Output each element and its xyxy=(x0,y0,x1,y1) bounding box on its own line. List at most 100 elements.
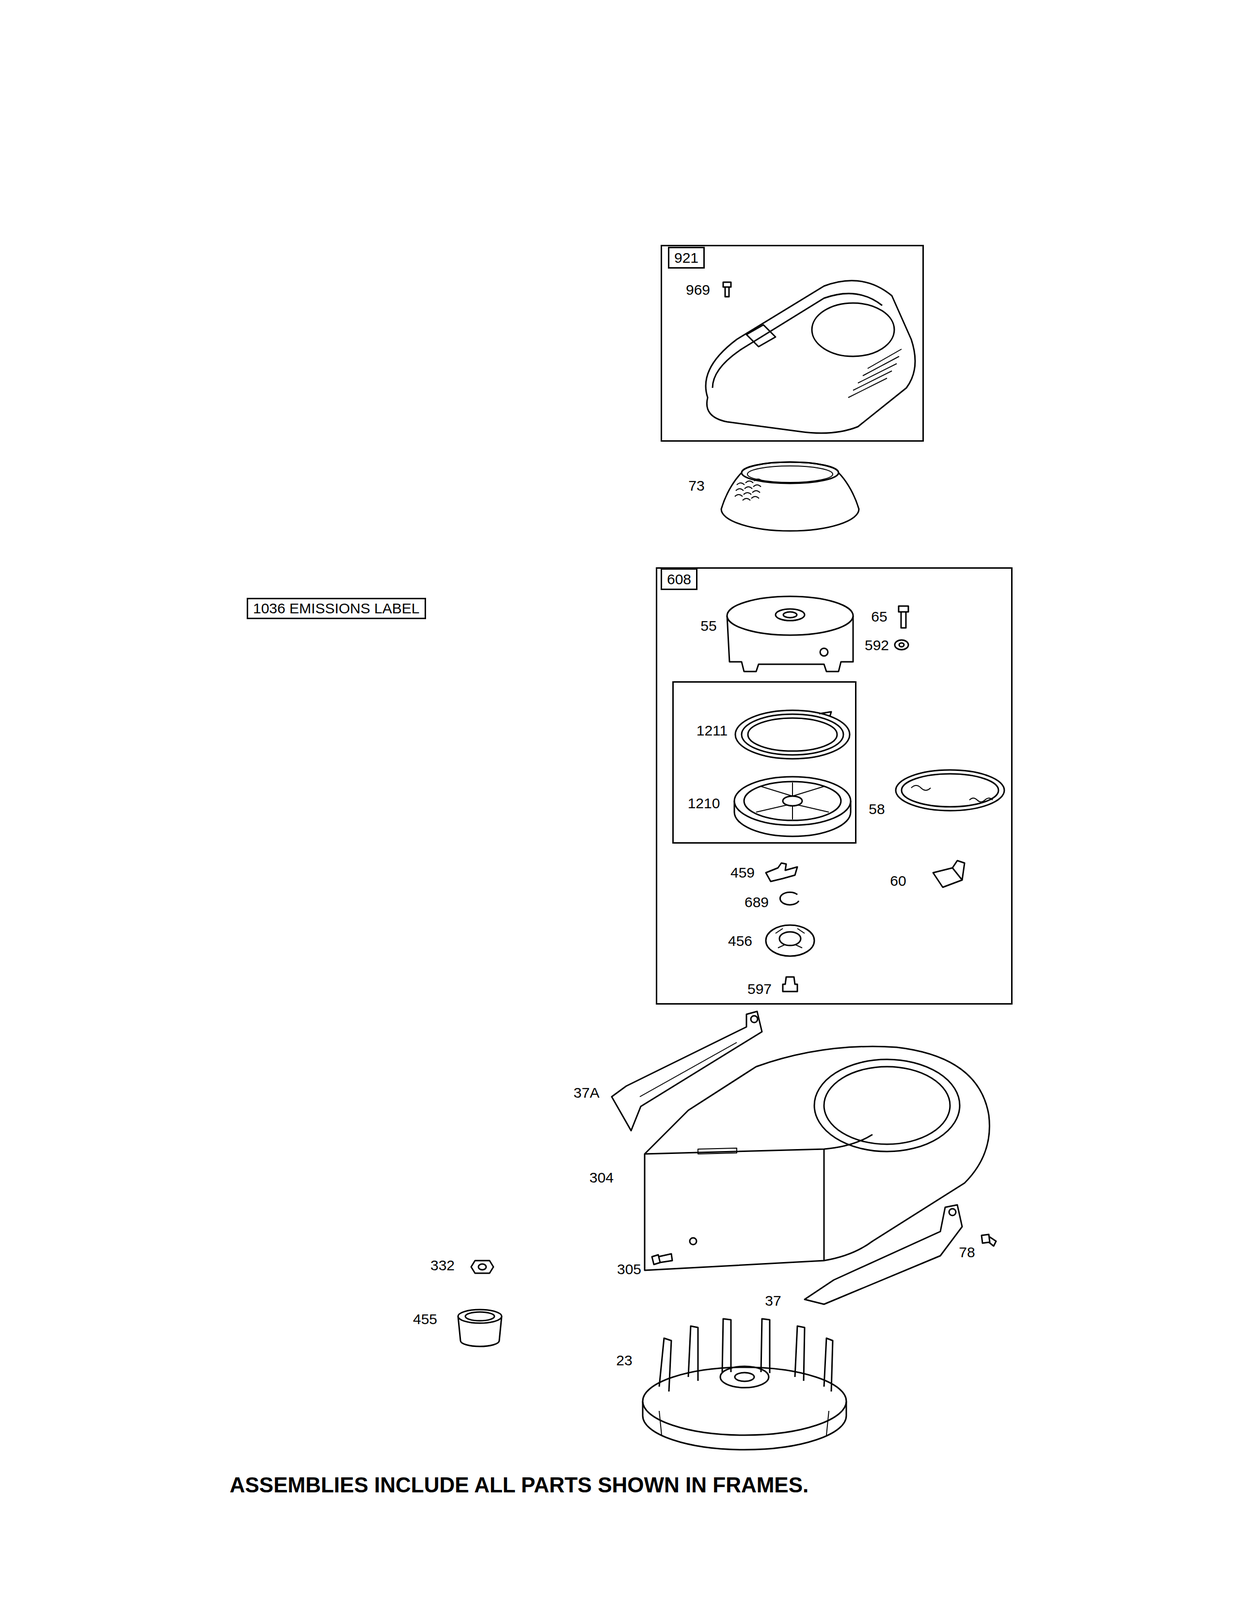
nut-592-part xyxy=(894,639,909,650)
pawl-part xyxy=(765,862,798,882)
assembly-number: 921 xyxy=(667,246,705,269)
ratchet-part xyxy=(775,928,805,948)
engine-cover-part xyxy=(848,348,902,398)
screw-597 xyxy=(782,976,798,992)
assembly-frame: 1211 1210 xyxy=(672,681,857,844)
rotating-screen-part xyxy=(734,478,762,501)
air-guide-37 xyxy=(804,1204,963,1304)
blower-housing-part xyxy=(697,1147,737,1154)
flywheel-nut-part xyxy=(471,1260,494,1273)
starter-pulley xyxy=(734,776,851,837)
bolt-65-part xyxy=(898,605,909,628)
ratchet-part xyxy=(779,931,801,946)
screw-969 xyxy=(723,282,731,297)
flywheel-part xyxy=(659,1318,833,1392)
starter-housing-part xyxy=(820,648,828,656)
bolt-65 xyxy=(898,605,909,628)
starter-cup-part xyxy=(458,1309,502,1323)
rewind-spring-part xyxy=(747,717,838,751)
engine-cover-part xyxy=(746,324,776,347)
blower-housing-part xyxy=(644,1134,873,1154)
engine-cover xyxy=(705,280,916,434)
starter-pulley-part xyxy=(782,795,803,806)
flywheel-part xyxy=(720,1365,769,1388)
rotating-screen xyxy=(721,461,859,531)
flywheel-part xyxy=(734,1372,755,1381)
nut-592-part xyxy=(899,642,904,647)
callout-number: 1211 xyxy=(696,722,729,739)
ratchet xyxy=(765,924,815,956)
starter-cup xyxy=(458,1309,502,1347)
callout-number: 60 xyxy=(889,872,906,889)
callout-number: 23 xyxy=(616,1351,633,1368)
callout-number: 58 xyxy=(868,800,885,817)
pawl xyxy=(765,862,798,882)
retainer-ring-part xyxy=(779,891,799,905)
callout-number: 455 xyxy=(412,1310,438,1327)
assembly-frame: 921 969 xyxy=(660,244,924,442)
bolt-305-part xyxy=(651,1253,673,1265)
flywheel xyxy=(642,1318,847,1450)
callout-number: 55 xyxy=(700,617,717,634)
rewind-spring-part xyxy=(819,711,832,717)
air-guide-37-part xyxy=(804,1204,963,1304)
screw-597-part xyxy=(782,976,798,992)
caption-note: ASSEMBLIES INCLUDE ALL PARTS SHOWN IN FR… xyxy=(229,1472,809,1497)
starter-housing-part xyxy=(783,611,797,618)
callout-number: 78 xyxy=(958,1243,975,1260)
starter-pulley-part xyxy=(744,781,841,821)
engine-cover-part xyxy=(712,293,883,388)
starter-rope xyxy=(895,769,1005,811)
starter-rope-part xyxy=(901,773,999,807)
starter-rope-part xyxy=(895,769,1005,811)
label-text: 1036 EMISSIONS LABEL xyxy=(253,600,420,617)
callout-number: 37 xyxy=(764,1292,781,1309)
starter-handle-part xyxy=(933,867,963,888)
starter-housing xyxy=(727,596,854,672)
starter-pulley-part xyxy=(756,782,829,820)
callout-number: 37A xyxy=(573,1084,600,1101)
bolt-305 xyxy=(651,1253,673,1265)
blower-housing-part xyxy=(823,1148,825,1261)
callout-number: 1210 xyxy=(687,794,721,811)
bolt-78-part xyxy=(981,1234,997,1246)
starter-rope-part xyxy=(911,785,993,802)
air-guide-37a-part xyxy=(750,1015,758,1023)
callout-number: 592 xyxy=(864,636,889,653)
flywheel-part xyxy=(659,1410,829,1435)
label-box: 1036 EMISSIONS LABEL xyxy=(246,597,427,619)
callout-number: 689 xyxy=(744,893,769,910)
assembly-frame: 1211 1210 608 55 65 592 58 459 60 689 456 597 xyxy=(655,567,1013,1005)
blower-housing-part xyxy=(824,1066,951,1144)
assembly-number: 608 xyxy=(660,568,698,590)
callout-number: 969 xyxy=(685,281,711,298)
rewind-spring xyxy=(735,710,850,759)
callout-number: 456 xyxy=(728,932,753,949)
rewind-spring-part xyxy=(735,710,850,759)
air-guide-37-part xyxy=(949,1208,956,1216)
screw-969-part xyxy=(723,282,731,297)
callout-number: 305 xyxy=(617,1260,642,1277)
callout-number: 459 xyxy=(730,864,755,881)
retainer-ring xyxy=(779,891,799,905)
starter-pulley-part xyxy=(734,776,851,825)
starter-handle xyxy=(933,860,965,888)
bolt-78 xyxy=(981,1234,997,1246)
flywheel-nut xyxy=(471,1260,494,1273)
callout-number: 304 xyxy=(589,1169,614,1186)
starter-housing-part xyxy=(775,608,805,621)
blower-housing-part xyxy=(689,1237,697,1245)
nut-592 xyxy=(894,639,909,650)
flywheel-part xyxy=(642,1366,847,1435)
engine-cover-part xyxy=(705,280,916,434)
callout-number: 65 xyxy=(871,608,888,625)
starter-cup-part xyxy=(465,1311,495,1321)
rotating-screen-part xyxy=(741,461,839,484)
flywheel-nut-part xyxy=(478,1263,487,1270)
blower-housing-part xyxy=(814,1059,960,1152)
callout-number: 597 xyxy=(747,980,772,997)
callout-number: 332 xyxy=(430,1256,455,1273)
starter-housing-part xyxy=(727,596,854,635)
callout-number: 73 xyxy=(688,477,705,494)
engine-cover-part xyxy=(811,302,895,357)
